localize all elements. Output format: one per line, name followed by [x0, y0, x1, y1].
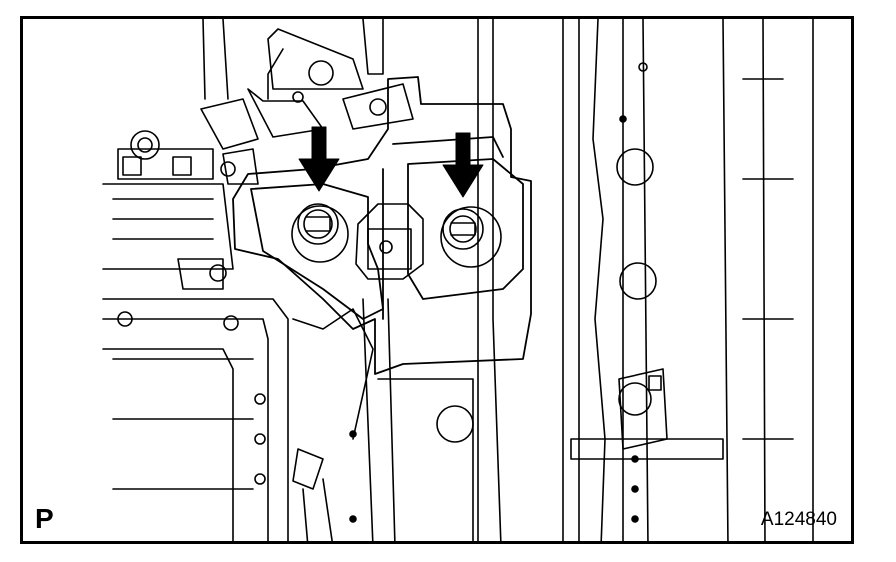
corner-label: P — [35, 503, 54, 534]
down-arrow-icon — [298, 126, 340, 192]
center-block — [355, 203, 424, 280]
upper-brackets — [200, 19, 414, 150]
down-arrow-icon — [442, 132, 484, 198]
mount-bracket — [232, 76, 532, 375]
oil-pan — [102, 298, 374, 541]
center-support — [349, 298, 474, 541]
figure-id: A124840 — [760, 509, 837, 530]
left-mount-bolt — [291, 203, 349, 263]
frame-rails — [477, 19, 814, 541]
right-mount-bolt — [440, 206, 502, 268]
illustration-frame: P A124840 — [20, 16, 854, 544]
engine-mount-line-drawing — [102, 19, 814, 541]
left-housing — [102, 130, 259, 290]
